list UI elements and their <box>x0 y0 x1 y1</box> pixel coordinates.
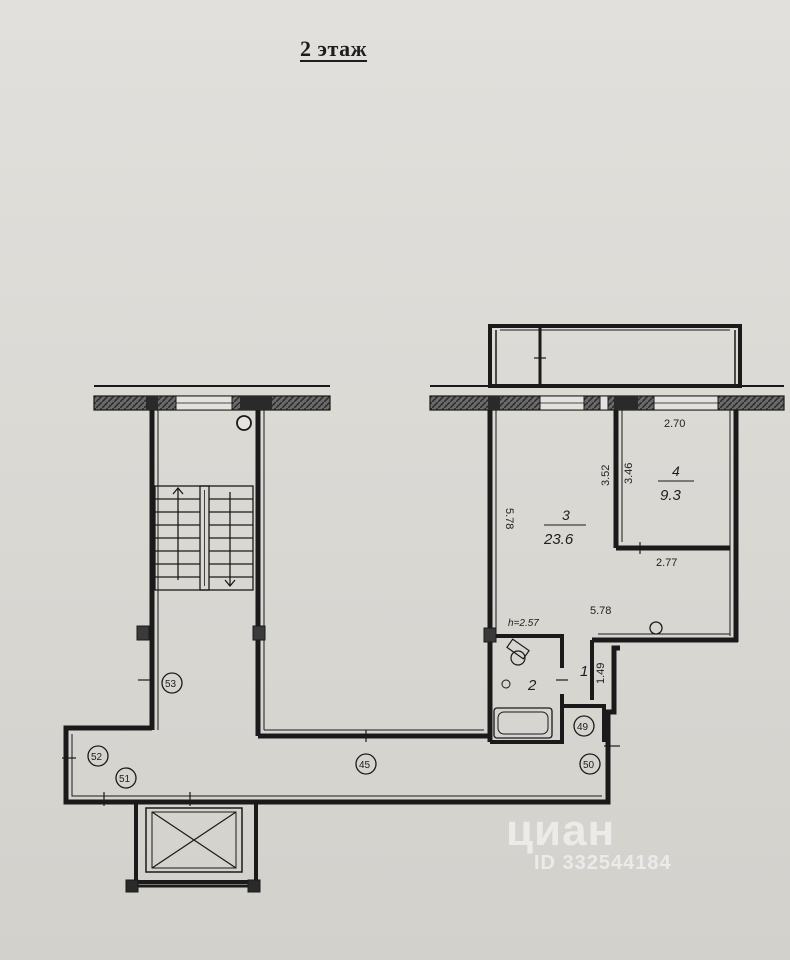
elevator-shaft <box>125 800 261 893</box>
room-1-number: 1 <box>580 663 588 680</box>
dim-3-52: 3.52 <box>600 465 612 486</box>
room-4-number: 4 <box>672 463 680 479</box>
marker-45: 45 <box>359 760 371 771</box>
dim-3-46: 3.46 <box>623 463 635 484</box>
marker-circles <box>87 621 663 789</box>
marker-49: 49 <box>577 722 589 733</box>
dim-5-78-horizontal: 5.78 <box>590 605 611 617</box>
room-2-number: 2 <box>527 677 537 694</box>
corridor-walls <box>62 645 620 806</box>
room-3-area: 23.6 <box>543 531 574 548</box>
vestibule-walls <box>562 640 606 742</box>
watermark-id: ID 332544184 <box>534 852 672 874</box>
ceiling-height: h=2.57 <box>508 618 539 629</box>
marker-50: 50 <box>583 760 595 771</box>
floor-title: 2 этаж <box>300 36 368 61</box>
balcony <box>488 324 742 388</box>
staircase <box>154 485 254 591</box>
bathroom <box>490 634 568 744</box>
dim-2-77: 2.77 <box>656 557 677 569</box>
marker-51: 51 <box>119 774 131 785</box>
marker-52: 52 <box>91 752 103 763</box>
marker-53: 53 <box>165 679 177 690</box>
dim-1-49: 1.49 <box>595 663 607 684</box>
dim-5-78-vertical: 5.78 <box>503 508 515 529</box>
stairwell-walls <box>136 410 266 736</box>
apartment-walls <box>483 410 739 736</box>
room-3-number: 3 <box>562 507 570 523</box>
exterior-wall-right <box>429 385 785 411</box>
dim-2-70: 2.70 <box>664 418 685 430</box>
watermark-logo: циан <box>506 806 616 855</box>
exterior-wall-left <box>93 385 331 411</box>
room-4-area: 9.3 <box>660 487 682 504</box>
